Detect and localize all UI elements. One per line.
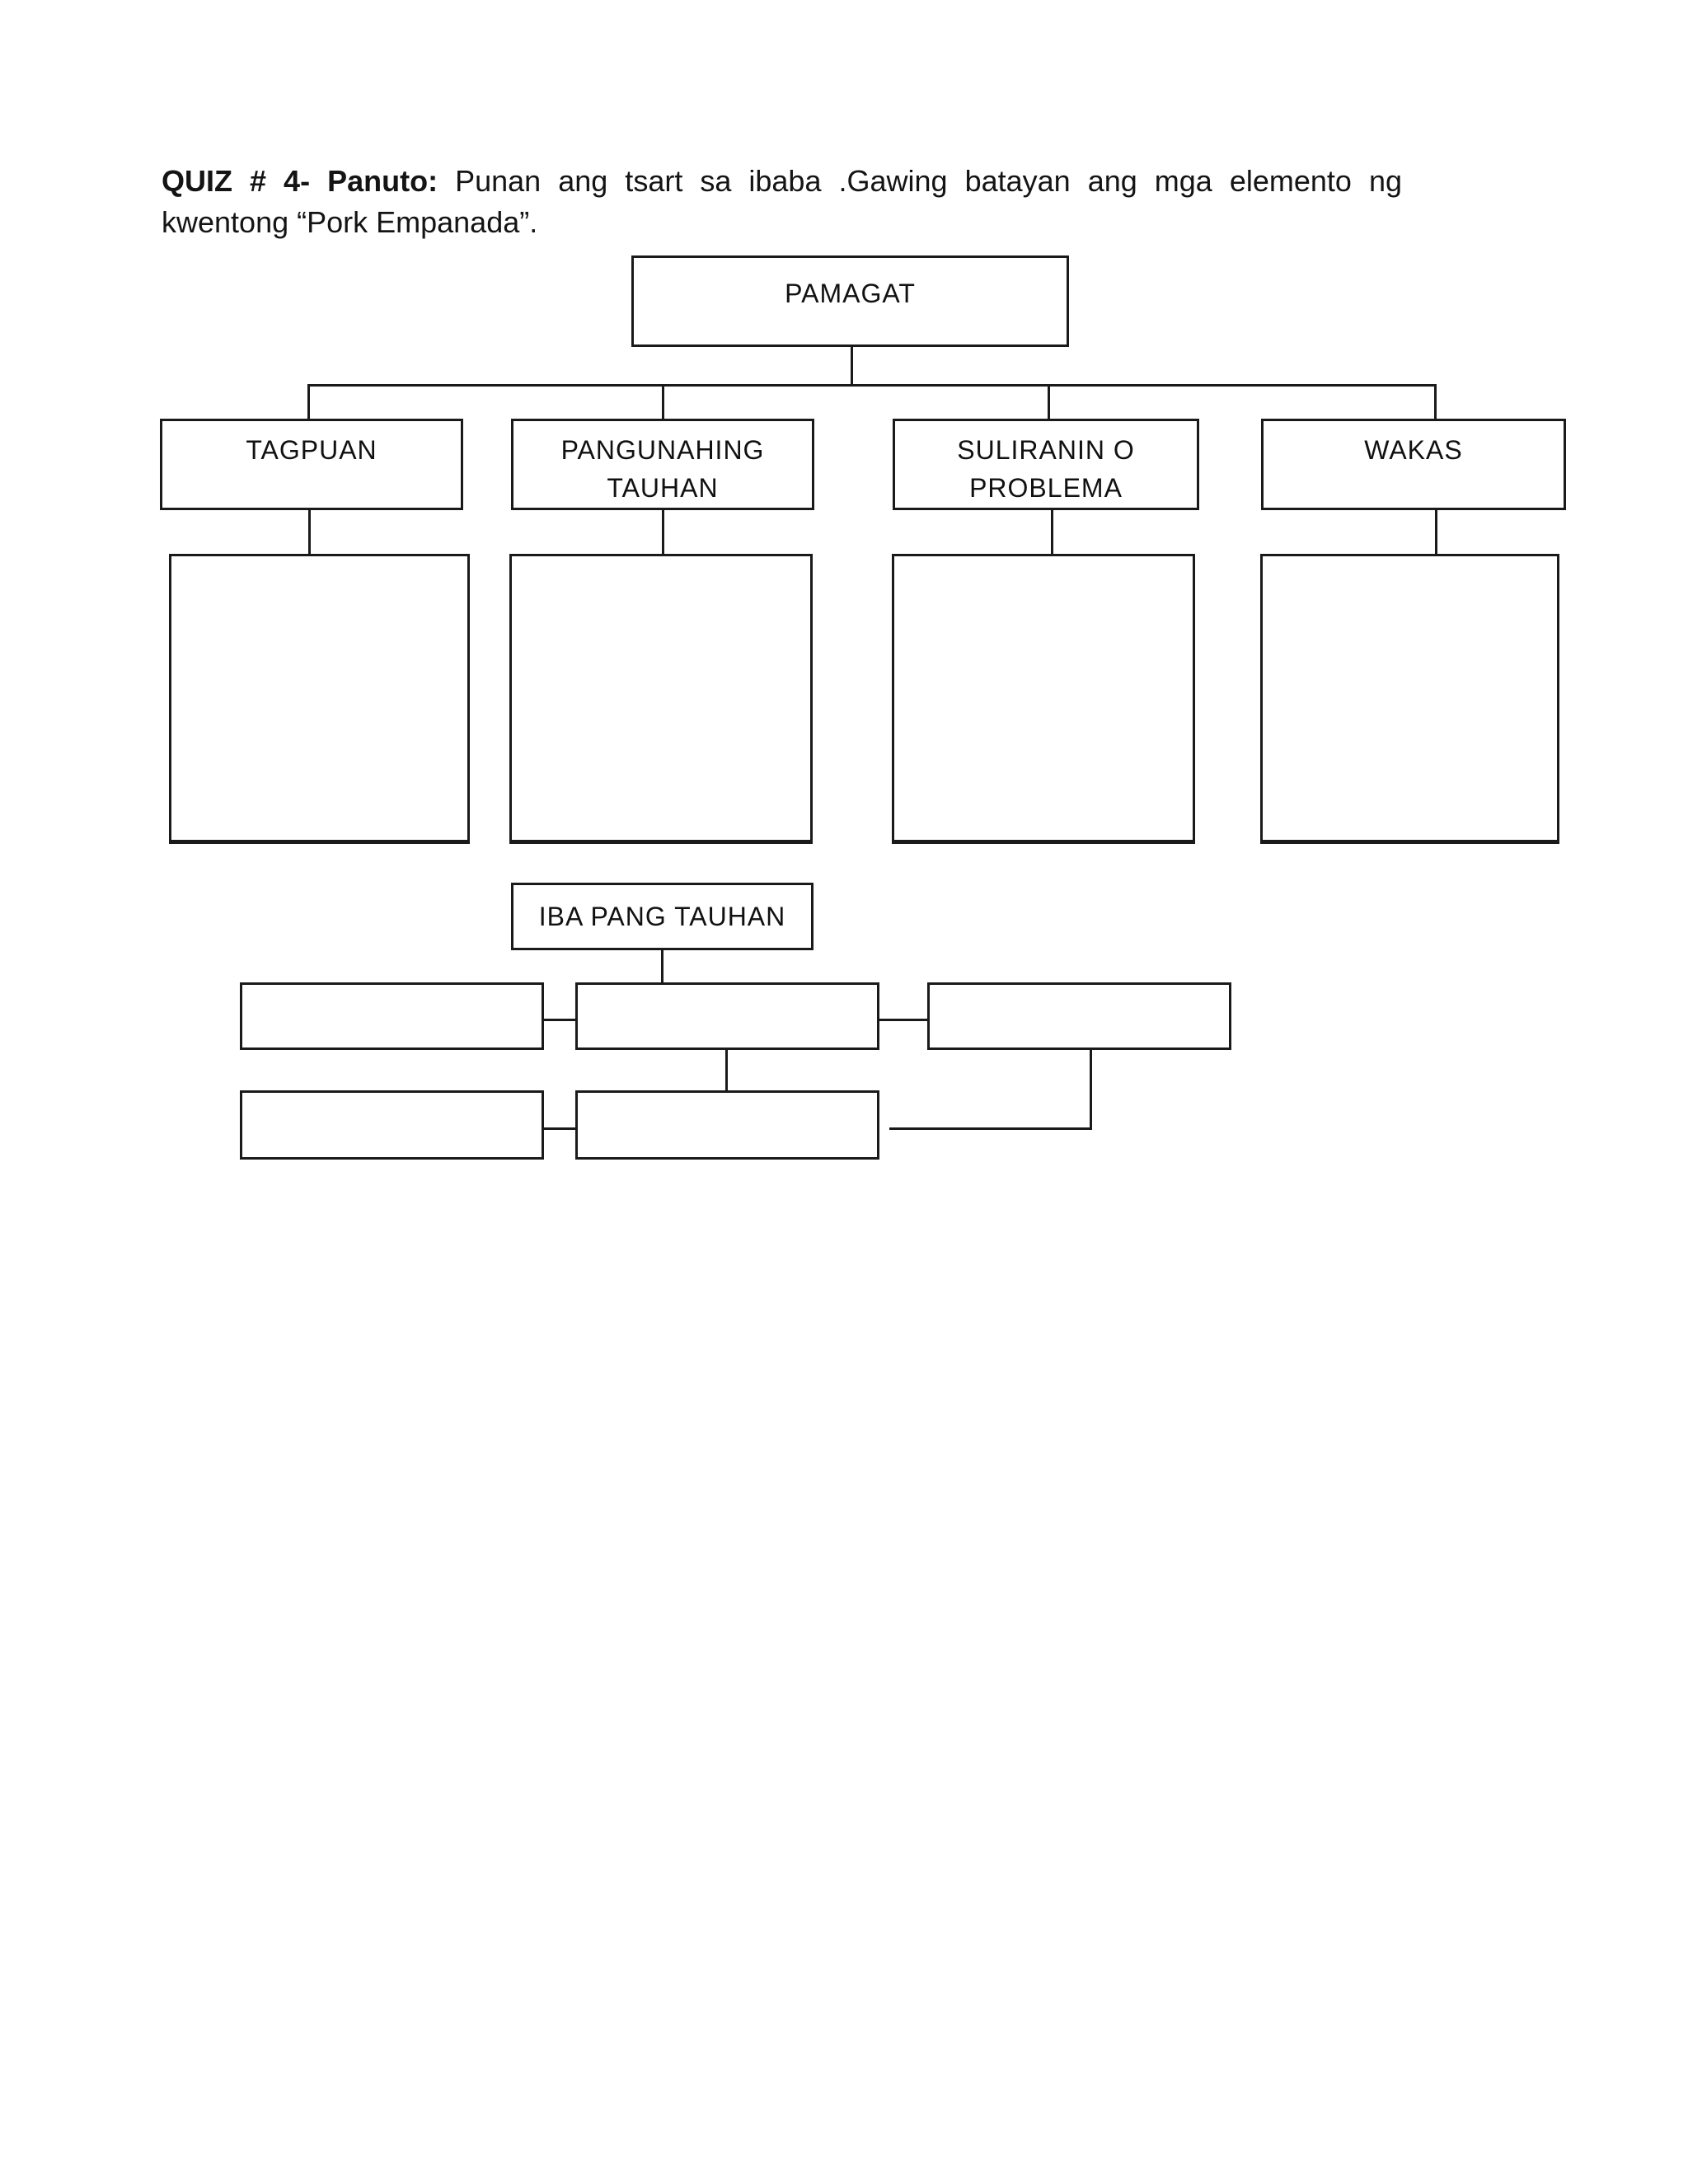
connector-root-drop [851, 347, 853, 386]
instruction-line-2: kwentong “Pork Empanada”. [162, 205, 538, 239]
connector-wakas-answer [1435, 509, 1437, 555]
connector-iba-drop [661, 949, 663, 984]
connector-pangunahing-answer [662, 509, 664, 555]
other-character-box-5[interactable] [575, 1090, 879, 1160]
quiz-instructions: QUIZ # 4- Panuto: Punan ang tsart sa iba… [162, 161, 1402, 243]
iba-pang-tauhan-label: IBA PANG TAUHAN [538, 902, 786, 931]
wakas-answer-box[interactable] [1260, 554, 1559, 844]
connector-stub-suliranin [1048, 384, 1050, 420]
other-character-box-3[interactable] [927, 982, 1231, 1050]
pamagat-label: PAMAGAT [785, 279, 916, 308]
connector-oc2-oc3 [878, 1019, 929, 1021]
suliranin-label: SULIRANIN O PROBLEMA [957, 435, 1135, 503]
tagpuan-label: TAGPUAN [246, 435, 377, 465]
pamagat-node: PAMAGAT [631, 255, 1069, 347]
pangunahing-tauhan-header-box: PANGUNAHING TAUHAN [511, 419, 814, 510]
connector-stub-wakas [1434, 384, 1437, 420]
connector-oc3-elbow-horizontal [889, 1127, 1092, 1130]
connector-oc3-elbow-vertical [1090, 1049, 1092, 1130]
instruction-bold-prefix: QUIZ # 4- Panuto: [162, 164, 438, 198]
other-character-box-4[interactable] [240, 1090, 544, 1160]
wakas-label: WAKAS [1364, 435, 1463, 465]
connector-oc4-oc5 [542, 1127, 577, 1130]
connector-oc2-drop [725, 1049, 728, 1092]
iba-pang-tauhan-node: IBA PANG TAUHAN [511, 883, 814, 950]
tagpuan-header-box: TAGPUAN [160, 419, 463, 510]
connector-stub-pangunahing [662, 384, 664, 420]
suliranin-header-box: SULIRANIN O PROBLEMA [893, 419, 1199, 510]
suliranin-answer-box[interactable] [892, 554, 1195, 844]
connector-stub-tagpuan [307, 384, 310, 420]
tagpuan-answer-box[interactable] [169, 554, 470, 844]
connector-oc1-oc2 [542, 1019, 577, 1021]
instruction-line-1: QUIZ # 4- Panuto: Punan ang tsart sa iba… [162, 161, 1402, 202]
connector-suliranin-answer [1051, 509, 1053, 555]
connector-main-horizontal [307, 384, 1437, 387]
wakas-header-box: WAKAS [1261, 419, 1566, 510]
pangunahing-tauhan-answer-box[interactable] [509, 554, 813, 844]
other-character-box-1[interactable] [240, 982, 544, 1050]
instruction-text: Punan ang tsart sa ibaba .Gawing batayan… [455, 164, 1402, 198]
other-character-box-2[interactable] [575, 982, 879, 1050]
pangunahing-tauhan-label: PANGUNAHING TAUHAN [560, 435, 765, 503]
connector-tagpuan-answer [308, 509, 311, 555]
